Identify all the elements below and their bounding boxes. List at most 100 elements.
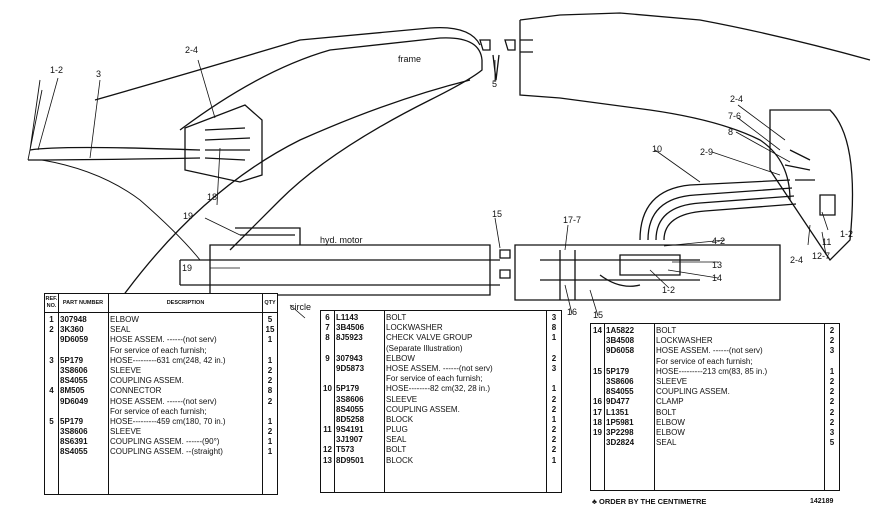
cell-description: SLEEVE <box>386 394 418 404</box>
hyd-motor-frame <box>209 244 491 296</box>
cell-qty <box>263 407 277 417</box>
cell-description: (Separate Illustration) <box>386 343 463 353</box>
cell-description: LOCKWASHER <box>386 323 443 333</box>
callout-label: 17-7 <box>563 215 582 225</box>
cell-description: For service of each furnish; <box>110 345 207 355</box>
cell-part: 8S4055 <box>60 447 88 457</box>
cell-description: SLEEVE <box>656 376 688 386</box>
cell-description: SLEEVE <box>110 365 142 375</box>
cell-description: SEAL <box>386 435 407 445</box>
cell-description: HOSE ASSEM. ------(not serv) <box>656 346 763 356</box>
callout-label: 1-2 <box>662 285 676 295</box>
cell-description: HOSE--------82 cm(32, 28 in.) <box>386 384 491 394</box>
lower-rail <box>179 259 500 286</box>
cell-qty: 1 <box>551 455 557 465</box>
callout-label: 19 <box>182 263 193 273</box>
cell-qty: 2 <box>829 407 835 417</box>
cell-ref <box>45 427 58 437</box>
cell-description: HOSE---------631 cm(248, 42 in.) <box>110 355 226 365</box>
cell-qty: 2 <box>829 326 835 335</box>
cell-description: SEAL <box>656 438 677 448</box>
cell-qty: 1 <box>551 414 557 424</box>
cell-ref <box>591 357 604 367</box>
cell-qty <box>263 346 277 356</box>
cell-ref: 13 <box>323 455 332 465</box>
cell-qty: 1 <box>829 366 835 376</box>
cell-part: 3J1907 <box>336 435 363 445</box>
cell-description: BOLT <box>656 407 677 417</box>
table-row: 3J1907 SEAL 2 <box>321 435 561 445</box>
cell-ref <box>45 376 58 386</box>
cell-part: 3S8606 <box>336 394 364 404</box>
callout-label: 5 <box>492 79 498 89</box>
cell-ref: 17 <box>593 407 602 417</box>
cell-qty <box>547 374 561 384</box>
cell-ref: 14 <box>593 326 602 335</box>
callout-label: 7-6 <box>728 111 742 121</box>
cell-part: 8M505 <box>60 386 85 396</box>
callout-label: 10 <box>652 144 663 154</box>
cell-ref: 12 <box>323 445 332 455</box>
callout-label: 12-7 <box>812 251 831 261</box>
cell-part <box>334 344 384 354</box>
cell-qty: 2 <box>267 427 273 437</box>
cell-part: 3D2824 <box>606 438 635 448</box>
lower-rail-right <box>514 244 781 301</box>
frame-right-edge <box>519 20 791 201</box>
order-footnote: ♣ ORDER BY THE CENTIMETRE <box>592 497 707 506</box>
cell-ref <box>321 405 334 415</box>
cell-part: 5P179 <box>60 355 84 365</box>
cell-ref: 8 <box>325 333 330 343</box>
cell-ref: 1 <box>49 315 54 324</box>
cell-part: 8S4055 <box>60 376 88 386</box>
cell-description: HOSE ASSEM. ------(not serv) <box>386 363 493 373</box>
table-header: REF. NO. PART NUMBER DESCRIPTION QTY <box>45 294 277 313</box>
cell-part: 8D9501 <box>336 455 365 465</box>
cell-part: 9D5873 <box>336 363 365 373</box>
cell-qty: 3 <box>551 313 557 322</box>
cell-description: SEAL <box>110 325 131 335</box>
cell-qty <box>547 344 561 354</box>
part-header: PART NUMBER <box>62 299 104 306</box>
cell-description: BOLT <box>386 313 407 322</box>
cell-qty: 2 <box>267 365 273 375</box>
cell-qty: 1 <box>267 437 273 447</box>
callout-label: 13 <box>712 260 723 270</box>
cell-part: T573 <box>336 445 355 455</box>
cell-qty: 1 <box>267 416 273 426</box>
callout-label: 16 <box>567 307 578 317</box>
cell-part: 3B4508 <box>606 336 635 346</box>
cell-description: COUPLING ASSEM. <box>110 376 184 386</box>
cell-description: For service of each furnish; <box>386 374 483 384</box>
callout-label: 8 <box>728 127 734 137</box>
cell-ref: 18 <box>593 417 602 427</box>
cell-qty: 2 <box>551 435 557 445</box>
cell-ref <box>45 407 58 417</box>
cell-qty: 2 <box>551 394 557 404</box>
cell-qty: 5 <box>267 315 273 324</box>
cell-qty: 1 <box>267 335 273 345</box>
cell-ref <box>321 395 334 405</box>
bracket-left <box>184 104 263 183</box>
cell-qty <box>825 357 839 367</box>
table-row: For service of each furnish; <box>591 357 839 367</box>
cell-description: CLAMP <box>656 397 684 407</box>
cell-description: For service of each furnish; <box>110 406 207 416</box>
cell-ref <box>45 346 58 356</box>
cell-qty: 2 <box>829 376 835 386</box>
cell-description: HOSE---------459 cm(180, 70 in.) <box>110 416 226 426</box>
cell-ref: 11 <box>323 425 332 435</box>
cell-qty: 1 <box>551 333 557 343</box>
